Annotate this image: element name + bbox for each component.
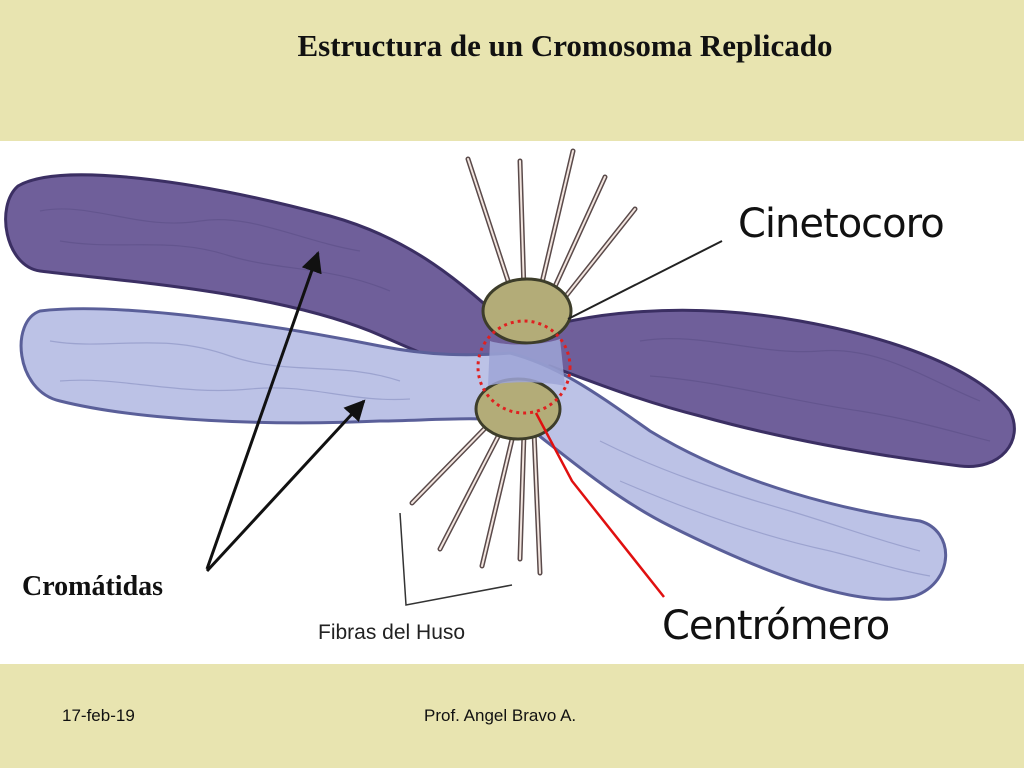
footer-author: Prof. Angel Bravo A. [424,706,577,725]
label-cinetocoro: Cinetocoro [738,201,945,247]
cromatidas-arrow-bottom [205,399,366,573]
label-centromero: Centrómero [662,603,890,649]
label-cromatidas: Cromátidas [22,571,164,602]
fibras-bracket [399,512,513,606]
slide-title: Estructura de un Cromosoma Replicado [297,28,833,63]
spindle-fibers-top [465,148,638,304]
centromero-pointer [534,412,665,598]
light-chromatid [19,307,948,601]
chromosome-diagram [4,148,1016,606]
diagram-canvas: Cromátidas Cinetocoro Centrómero Fibras … [0,141,1024,664]
centromere-circle [476,319,572,415]
kinetochore-top [481,277,573,345]
cromatidas-arrow-top [205,251,322,570]
cinetocoro-pointer [567,240,723,320]
footer-date: 17-feb-19 [62,706,135,725]
label-fibras-del-huso: Fibras del Huso [318,621,466,644]
kinetochore-bottom [474,377,562,441]
